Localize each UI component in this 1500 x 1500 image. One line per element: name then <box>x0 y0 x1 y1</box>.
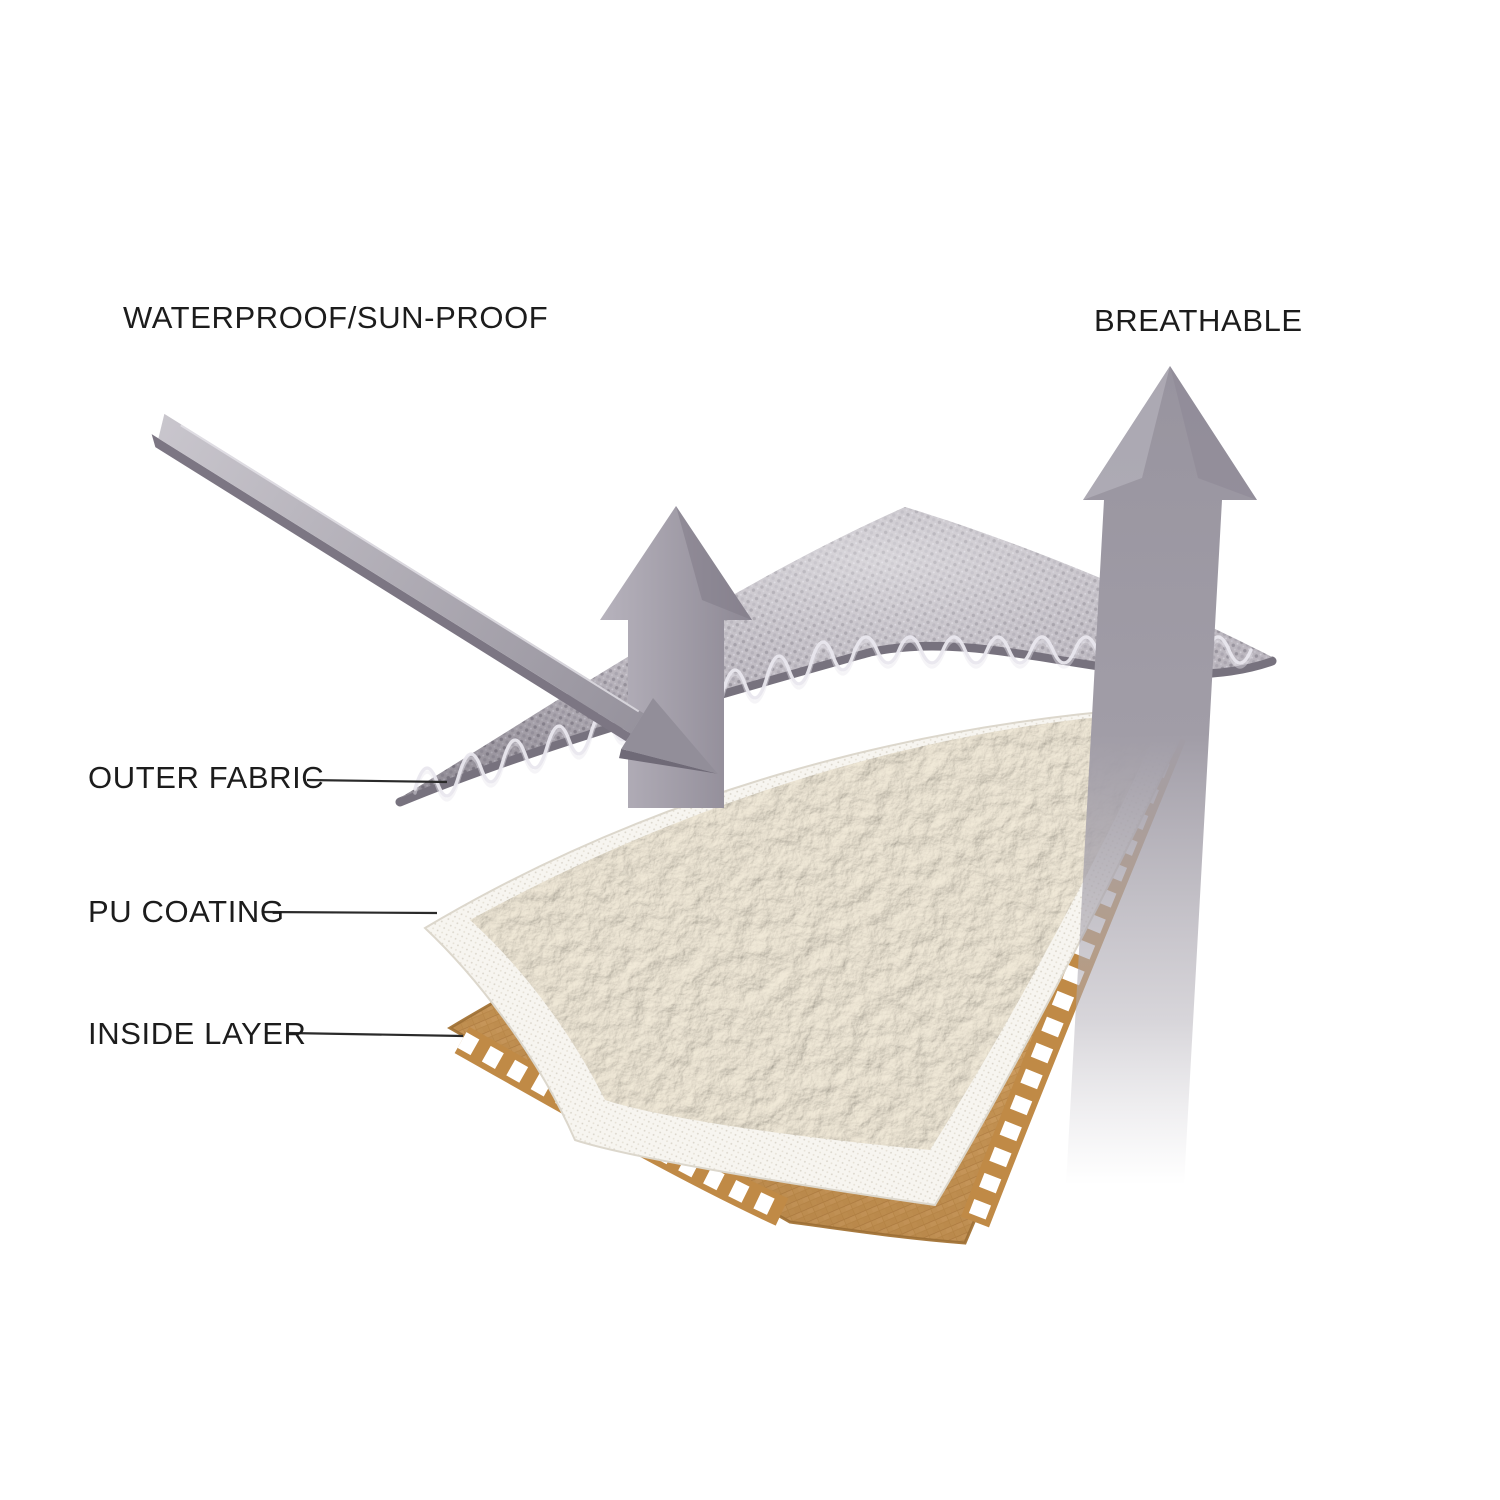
leader-line-pu-coating <box>262 910 438 915</box>
waterproof-title: WATERPROOF/SUN-PROOF <box>123 300 549 335</box>
leader-line-inside-layer <box>288 1031 464 1038</box>
leader-line-outer-fabric <box>306 778 448 784</box>
breathable-title: BREATHABLE <box>1094 303 1303 338</box>
breathable-arrow-icon <box>1066 366 1257 1185</box>
fleece-lining-sheet <box>470 712 1165 1150</box>
pu-coating-label: PU COATING <box>88 894 285 929</box>
outer-fabric-label: OUTER FABRIC <box>88 760 325 795</box>
inside-layer-label: INSIDE LAYER <box>88 1016 307 1051</box>
leader-lines <box>262 778 464 1038</box>
waterproof-beam-arrow-icon <box>151 413 718 774</box>
